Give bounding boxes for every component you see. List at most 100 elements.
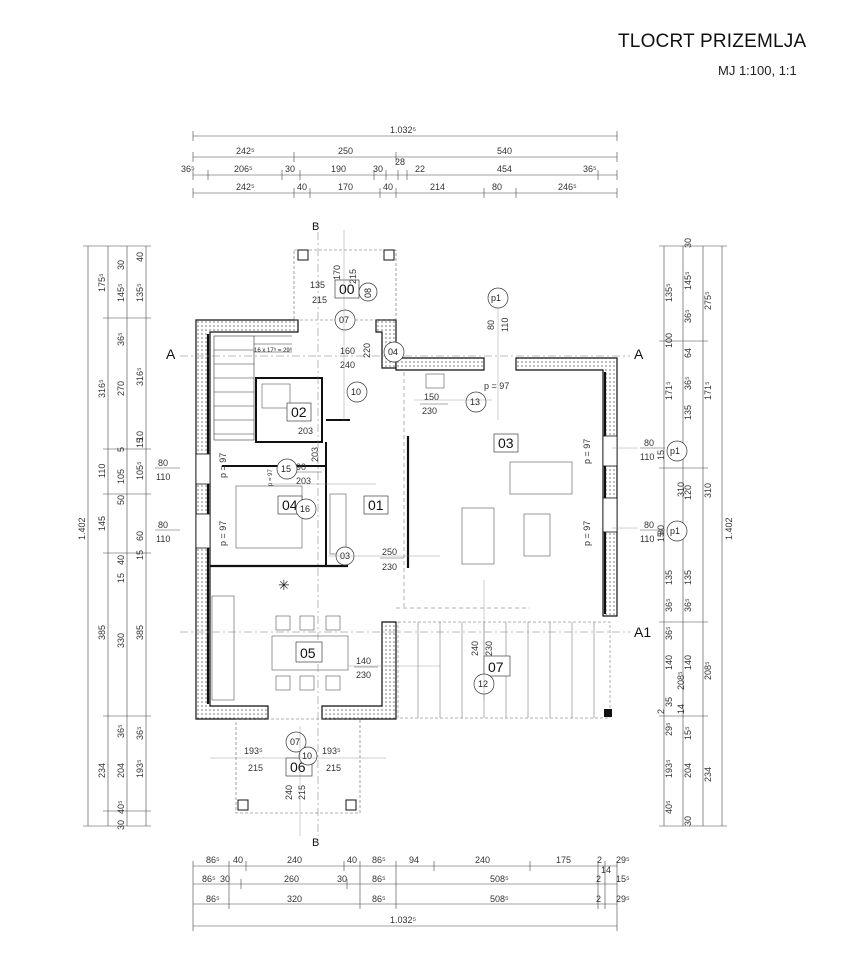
dim-label: 193⁵ (664, 759, 674, 778)
dim-label: 204 (116, 763, 126, 778)
marker-label: 07 (290, 737, 300, 747)
marker-label: 08 (363, 288, 373, 298)
room-label: 05 (300, 645, 316, 661)
marker-label: 12 (478, 679, 488, 689)
dim-label: 22 (415, 164, 425, 174)
dim-label: 270 (116, 381, 126, 396)
parapet-label: p = 97 (484, 381, 509, 391)
dim-label: 120 (683, 485, 693, 500)
opening-den: 240 (340, 360, 355, 370)
marker-label: 04 (388, 347, 398, 357)
dim-label: 15⁵ (616, 874, 630, 884)
dim-label: 100 (664, 333, 674, 348)
dim-label: 36⁵ (683, 598, 693, 612)
dim-label: 40 (347, 855, 357, 865)
dim-label: 140 (664, 655, 674, 670)
room-label: 00 (339, 281, 355, 297)
dim-label: 171⁵ (703, 381, 713, 400)
opening-den: 230 (356, 670, 371, 680)
dim-label: 2 (596, 894, 601, 904)
opening-num: 80 (486, 320, 496, 330)
opening-num: 220 (362, 343, 372, 358)
marker-label: p1 (670, 526, 680, 536)
parapet-label: p = 97 (268, 468, 274, 486)
dim-label: 40⁵ (116, 800, 126, 814)
opening-den: 215 (348, 269, 358, 284)
dim-label: 15⁵ (683, 726, 693, 740)
dim-label: 330 (116, 633, 126, 648)
reference-lines (210, 230, 638, 836)
dim-label: 234 (97, 763, 107, 778)
marker-label: 15 (281, 464, 291, 474)
opening-num: 140 (356, 656, 371, 666)
dim-label: 36⁵ (116, 332, 126, 346)
opening-den: 230 (422, 406, 437, 416)
opening-num: 240 (284, 785, 294, 800)
room-label: 01 (368, 497, 384, 513)
dim-label: 214 (430, 182, 445, 192)
dim-label: 36⁵ (583, 164, 597, 174)
dim-label: 2 (597, 855, 602, 865)
dim-label: 40 (383, 182, 393, 192)
dim-label: 28 (395, 157, 405, 167)
section-marker: A (634, 346, 644, 362)
dim-label: 94 (409, 855, 419, 865)
opening-labels (155, 403, 665, 668)
section-marker: A (166, 346, 176, 362)
dim-label: 29⁵ (616, 894, 630, 904)
dim-label: 175 (556, 855, 571, 865)
section-marker: B (312, 221, 319, 233)
dim-label: 30 (220, 874, 230, 884)
drawing-title: TLOCRT PRIZEMLJA (618, 31, 807, 52)
opening-num: 193⁵ (244, 746, 263, 756)
opening-num: 80 (644, 438, 654, 448)
dim-label: 36⁵ (664, 626, 674, 640)
dim-label: 86⁵ (372, 855, 386, 865)
dim-label: 1.032⁵ (390, 125, 417, 135)
dim-label: 190 (331, 164, 346, 174)
dining-table (271, 635, 349, 671)
dim-label: 40 (297, 182, 307, 192)
bed (235, 485, 303, 549)
porch-posts (237, 249, 395, 811)
dim-label: 40 (135, 252, 145, 262)
dim-label: 242⁵ (236, 146, 255, 156)
dim-label: 316⁵ (135, 367, 145, 386)
dim-label: 171⁵ (664, 381, 674, 400)
opening-den: 110 (640, 452, 654, 462)
marker-label: 13 (470, 397, 480, 407)
interior-walls (222, 377, 350, 566)
marker-label: 10 (351, 387, 361, 397)
dim-label: 540 (497, 146, 512, 156)
dim-label: 86⁵ (372, 894, 386, 904)
dim-label: 208⁵ (676, 671, 686, 690)
furniture (211, 373, 573, 701)
dim-label: 2 (656, 709, 666, 714)
dim-label: 206⁵ (234, 164, 253, 174)
dim-label: 2 (596, 874, 601, 884)
dim-label: 1.402 (724, 517, 734, 540)
drawing-scale: MJ 1:100, 1:1 (718, 63, 797, 78)
dim-label: 86⁵ (206, 894, 220, 904)
marker-label: p1 (491, 293, 501, 303)
dim-label: 15 (656, 450, 666, 460)
opening-num: 150 (424, 392, 439, 402)
dim-label: 310 (703, 483, 713, 498)
dim-label: 310 (676, 482, 686, 497)
room-labels (277, 279, 519, 777)
right-dimensions (659, 245, 727, 827)
dim-label: 30 (683, 816, 693, 826)
dim-label: 30 (373, 164, 383, 174)
dim-label: 10 (135, 431, 145, 441)
opening-num: 160 (340, 346, 355, 356)
fireplace (425, 373, 445, 389)
opening-den: 203 (310, 447, 320, 462)
column-marker (604, 709, 612, 717)
dim-label: 36⁵ (181, 164, 195, 174)
dim-label: 86⁵ (202, 874, 216, 884)
stair-label: 16 x 17⁹ = 29⁶ (254, 347, 293, 354)
shower (261, 383, 291, 409)
dim-label: 110 (97, 464, 107, 478)
dim-label: 40⁵ (664, 800, 674, 814)
